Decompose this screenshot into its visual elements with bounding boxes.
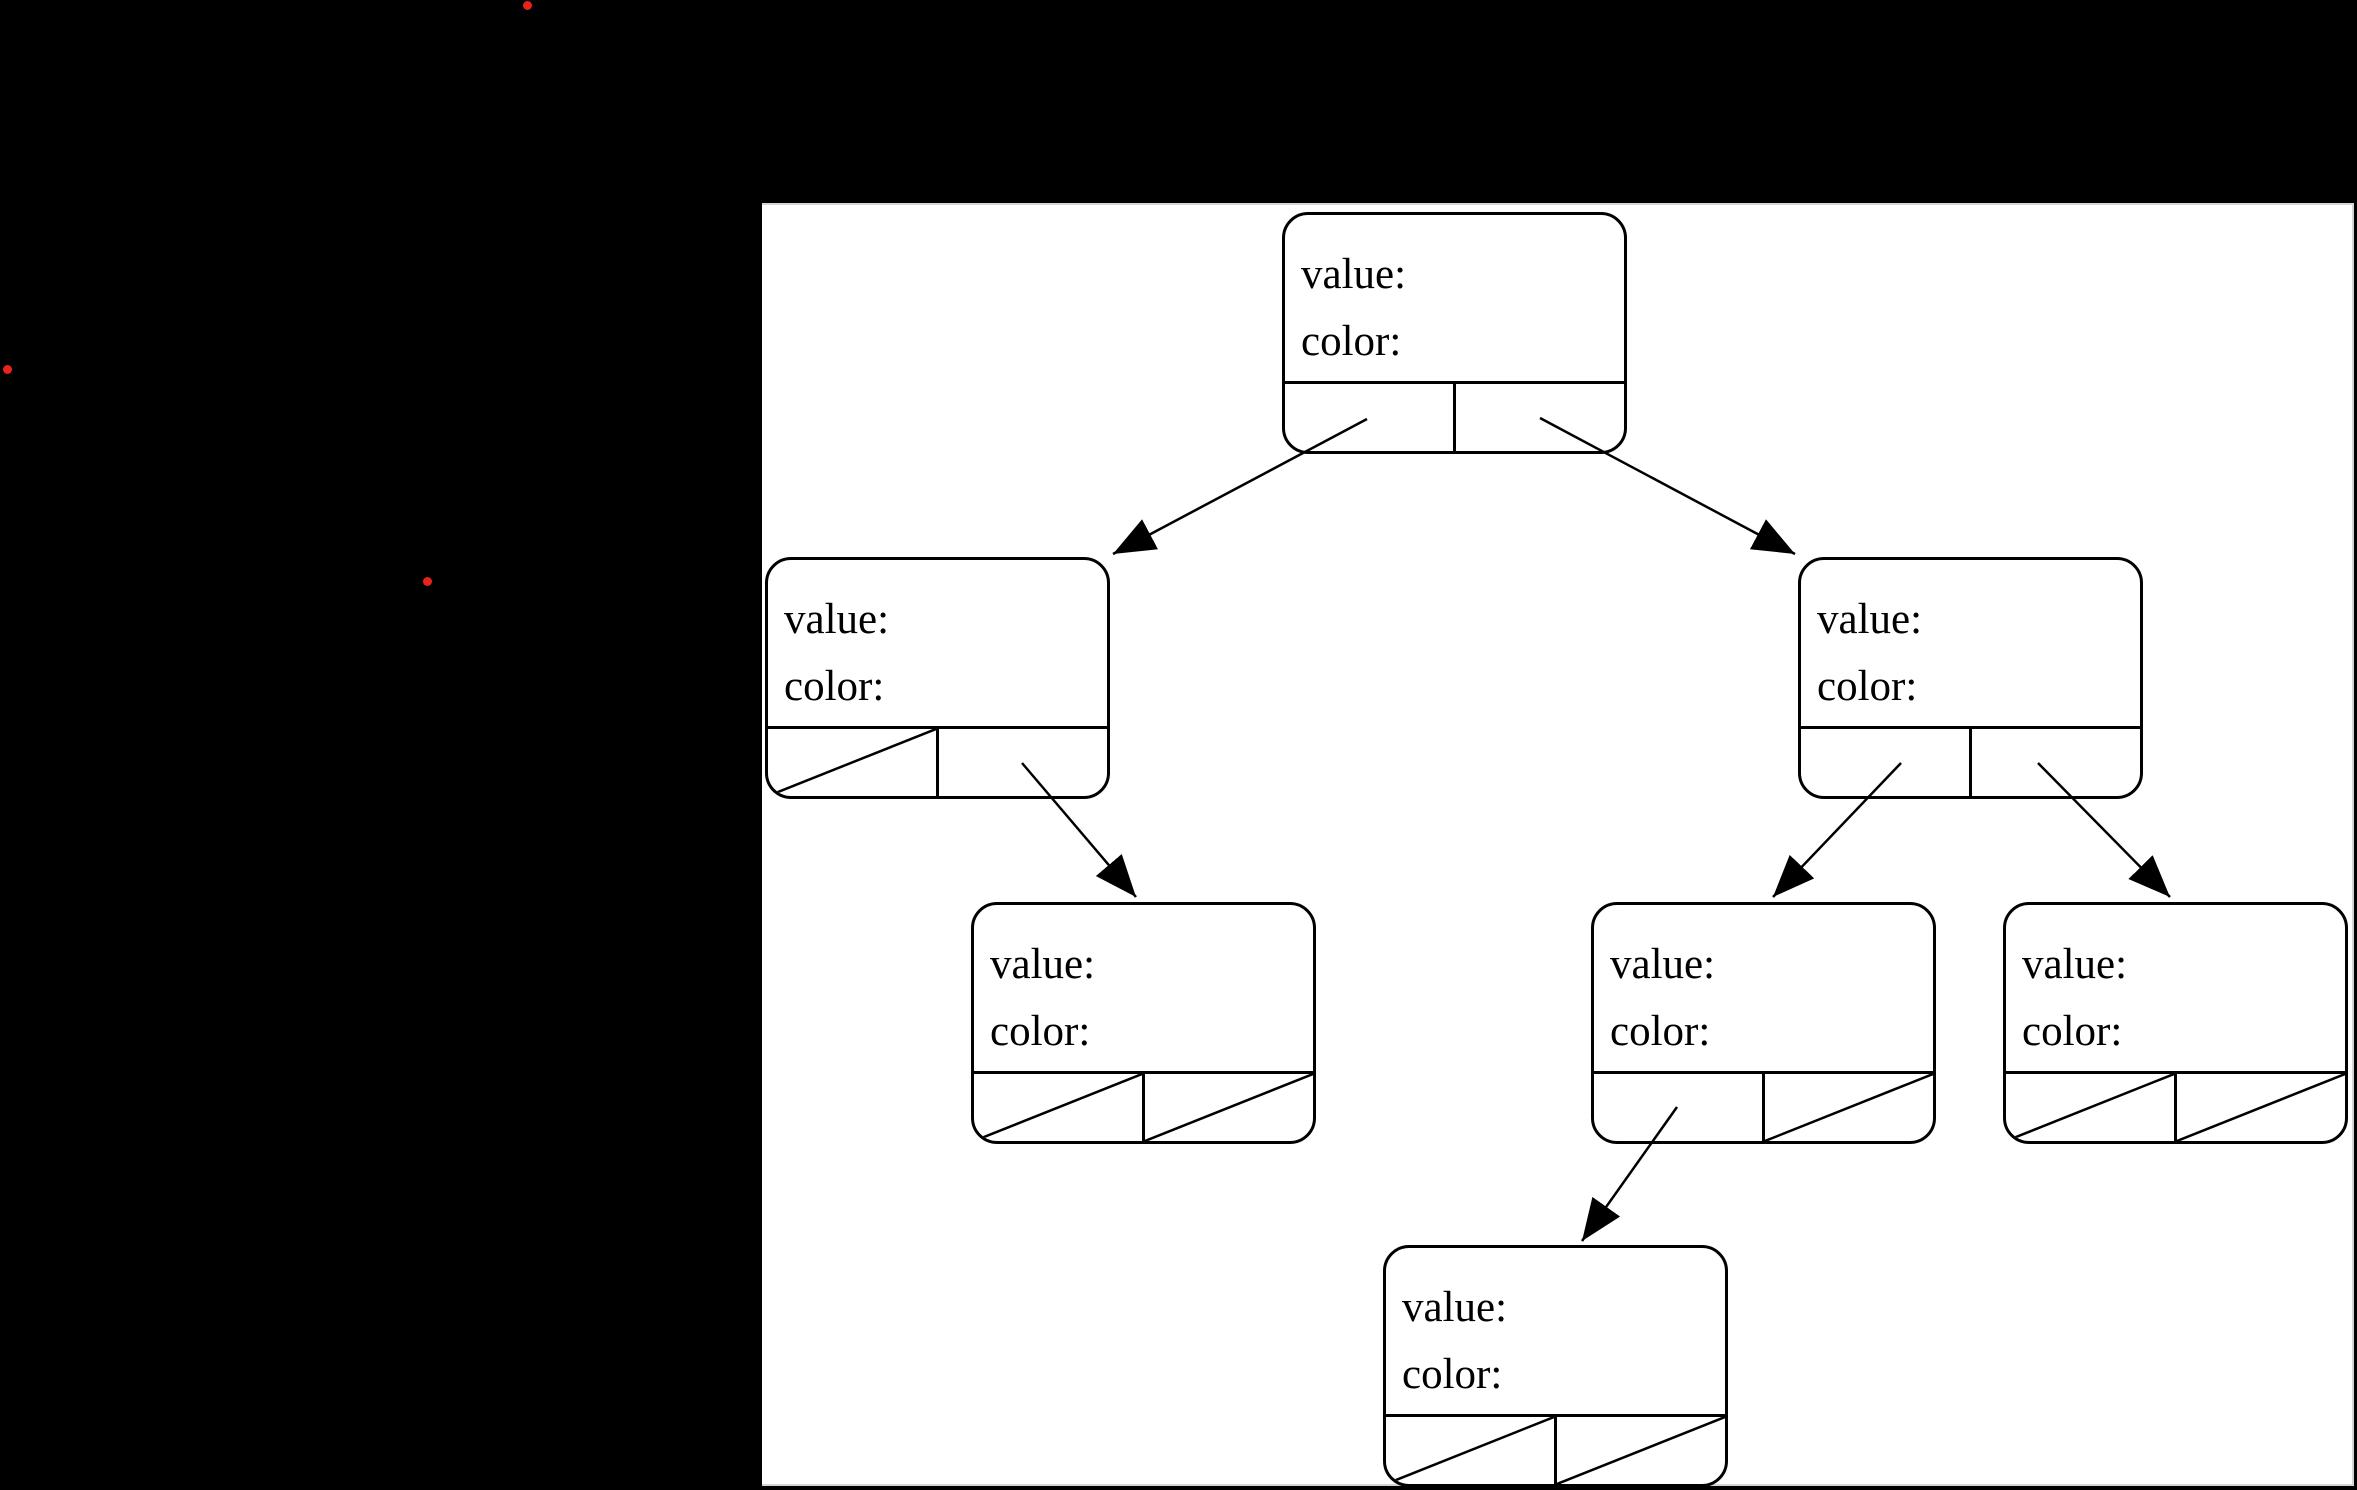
null-pointer-slash — [1765, 1074, 1933, 1141]
pointer-row — [1285, 381, 1624, 451]
color-field-label: color: — [2022, 1008, 2123, 1055]
tree-node-right-left-left: value: color: — [1383, 1245, 1728, 1487]
left-pointer-cell-null — [768, 729, 939, 796]
pointer-row — [1801, 726, 2140, 796]
tree-node-root: value: color: — [1282, 212, 1627, 454]
left-pointer-cell — [1285, 384, 1456, 451]
null-pointer-slash — [768, 729, 936, 796]
right-pointer-cell-null — [1765, 1074, 1933, 1141]
pointer-row — [1386, 1414, 1725, 1484]
tree-node-right-right: value: color: — [2003, 902, 2348, 1144]
laser-pointer-dot-2 — [3, 365, 12, 374]
tree-node-left: value: color: — [765, 557, 1110, 799]
laser-pointer-dot-1 — [523, 1, 532, 10]
right-pointer-cell-null — [2177, 1074, 2345, 1141]
color-field-label: color: — [1817, 663, 1918, 710]
left-pointer-cell-null — [974, 1074, 1145, 1141]
color-field-label: color: — [784, 663, 885, 710]
tree-node-left-right: value: color: — [971, 902, 1316, 1144]
right-pointer-cell — [939, 729, 1107, 796]
null-pointer-slash — [1557, 1417, 1725, 1484]
laser-pointer-dot-3 — [423, 577, 432, 586]
color-field-label: color: — [1402, 1351, 1503, 1398]
color-field-label: color: — [1610, 1008, 1711, 1055]
right-pointer-cell — [1456, 384, 1624, 451]
value-field-label: value: — [1402, 1284, 1508, 1331]
value-field-label: value: — [2022, 941, 2128, 988]
null-pointer-slash — [2177, 1074, 2345, 1141]
pointer-row — [2006, 1071, 2345, 1141]
value-field-label: value: — [1817, 596, 1923, 643]
tree-node-right-left: value: color: — [1591, 902, 1936, 1144]
left-pointer-cell — [1594, 1074, 1765, 1141]
color-field-label: color: — [990, 1008, 1091, 1055]
value-field-label: value: — [1301, 251, 1407, 298]
tree-node-right: value: color: — [1798, 557, 2143, 799]
null-pointer-slash — [974, 1074, 1142, 1141]
color-field-label: color: — [1301, 318, 1402, 365]
right-pointer-cell-null — [1557, 1417, 1725, 1484]
right-pointer-cell-null — [1145, 1074, 1313, 1141]
value-field-label: value: — [990, 941, 1096, 988]
left-pointer-cell-null — [1386, 1417, 1557, 1484]
pointer-row — [768, 726, 1107, 796]
pointer-row — [974, 1071, 1313, 1141]
value-field-label: value: — [784, 596, 890, 643]
left-pointer-cell — [1801, 729, 1972, 796]
null-pointer-slash — [1386, 1417, 1554, 1484]
left-pointer-cell-null — [2006, 1074, 2177, 1141]
null-pointer-slash — [1145, 1074, 1313, 1141]
right-pointer-cell — [1972, 729, 2140, 796]
pointer-row — [1594, 1071, 1933, 1141]
value-field-label: value: — [1610, 941, 1716, 988]
null-pointer-slash — [2006, 1074, 2174, 1141]
